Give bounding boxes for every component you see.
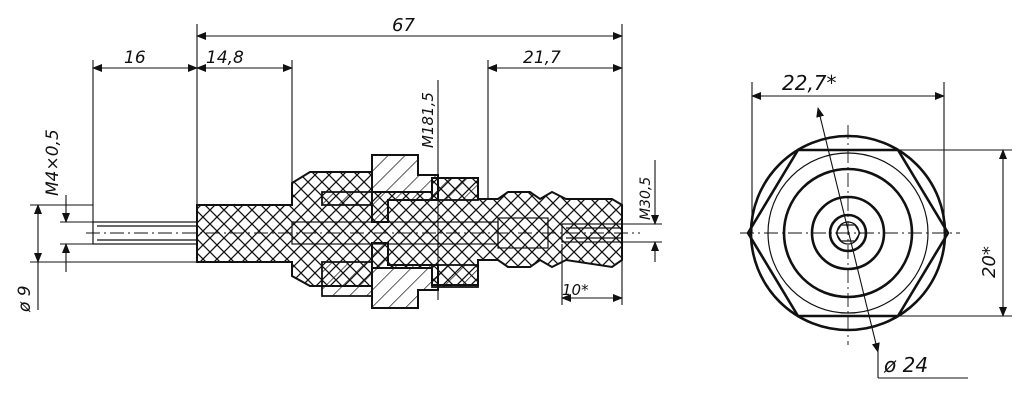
hex-outline (746, 148, 950, 318)
dim-21-7: 21,7 (523, 48, 561, 68)
dim-overall-length: 67 (392, 15, 415, 36)
dim-22-7: 22,7* (782, 71, 837, 95)
dim-m18: M181,5 (419, 92, 437, 148)
dim-dia24: ø 24 (883, 353, 928, 377)
dim-dia9: ø 9 (15, 285, 35, 313)
dim-m4: M4×0,5 (43, 129, 63, 196)
dim-16: 16 (124, 48, 146, 68)
side-view: 67 16 14,8 21,7 M181,5 M4×0,5 ø 9 M30,5 … (15, 15, 662, 313)
dim-m3: M30,5 (638, 177, 654, 220)
dim-14-8: 14,8 (206, 48, 244, 68)
dim-20: 20* (979, 246, 1000, 278)
dim-10: 10* (562, 281, 589, 299)
end-view: 22,7* 20* ø 24 (740, 71, 1012, 379)
